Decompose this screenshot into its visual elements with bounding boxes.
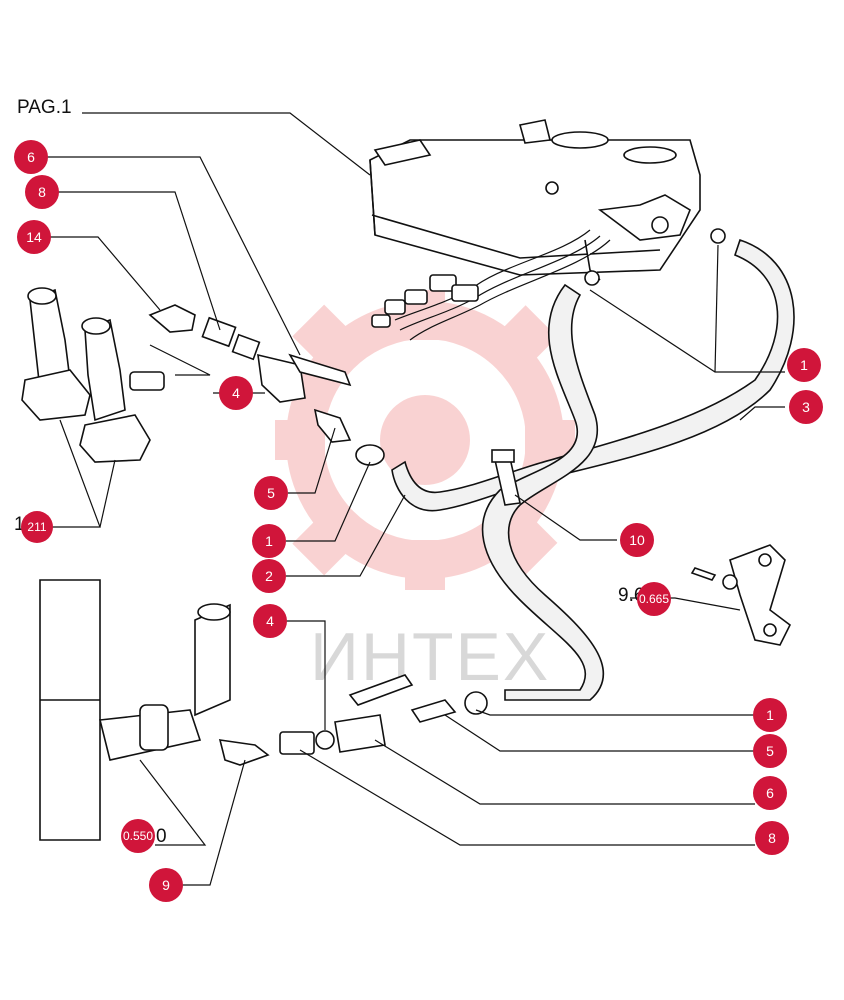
callout-1-bottom[interactable]: 1 (753, 698, 787, 732)
wiring-harness (371, 229, 611, 341)
callout-9[interactable]: 9 (149, 868, 183, 902)
upper-valve-assembly (148, 304, 385, 466)
callout-number: 4 (232, 385, 240, 401)
callout-5-top[interactable]: 5 (254, 476, 288, 510)
reference-0550-badge (121, 819, 155, 853)
callout-1-left[interactable]: 1 (252, 524, 286, 558)
callout-number: 8 (768, 830, 776, 846)
callout-badge (149, 868, 183, 902)
callout-14[interactable]: 14 (17, 220, 51, 254)
callout-badge (755, 821, 789, 855)
page-label: PAG.1 (17, 97, 72, 118)
callout-number: 10 (629, 532, 645, 548)
reference-0550-suffix: 0 (156, 826, 167, 847)
callout-badge (25, 175, 59, 209)
watermark-text: ИНТЕХ (310, 619, 550, 695)
callout-number: 1 (265, 533, 273, 549)
callout-number: 3 (802, 399, 810, 415)
left-pipe-assembly (21, 287, 165, 463)
callout-5-bottom[interactable]: 5 (753, 734, 787, 768)
callout-number: 1 (800, 357, 808, 373)
reference-9665-badge (637, 582, 671, 616)
callout-badge (753, 698, 787, 732)
callout-number: 8 (38, 184, 46, 200)
callout-badge (753, 776, 787, 810)
callout-6-top[interactable]: 6 (14, 140, 48, 174)
watermark-gear-logo (275, 290, 575, 590)
callout-1-right[interactable]: 1 (787, 348, 821, 382)
radiator-assembly (39, 579, 270, 841)
callout-4-bottom[interactable]: 4 (253, 604, 287, 638)
callout-badge (787, 348, 821, 382)
callout-3[interactable]: 3 (789, 390, 823, 424)
hose-clamp-10 (491, 449, 521, 506)
reference-1211-text: 211 (27, 520, 46, 534)
callout-8-bottom[interactable]: 8 (755, 821, 789, 855)
callout-badge (753, 734, 787, 768)
reference-1211-badge (21, 511, 53, 543)
hoses (391, 238, 795, 701)
reference-1211[interactable]: 1. 211 (14, 511, 53, 543)
leader-lines (45, 112, 785, 886)
callout-badge (789, 390, 823, 424)
callout-number: 6 (27, 149, 35, 165)
callout-6-bottom[interactable]: 6 (753, 776, 787, 810)
callout-badge (17, 220, 51, 254)
mounting-bracket (690, 544, 792, 646)
lower-valve-assembly (279, 674, 488, 755)
callout-2[interactable]: 2 (252, 559, 286, 593)
callout-number: 6 (766, 785, 774, 801)
callout-number: 5 (766, 743, 774, 759)
callout-badge (253, 604, 287, 638)
reference-0550[interactable]: 0.550 0 (121, 819, 167, 853)
callout-badge (254, 476, 288, 510)
heater-unit (369, 119, 726, 286)
callout-badge (14, 140, 48, 174)
callout-badge (219, 376, 253, 410)
callout-number: 5 (267, 485, 275, 501)
callout-8-top[interactable]: 8 (25, 175, 59, 209)
callout-number: 9 (162, 877, 170, 893)
callout-number: 4 (266, 613, 274, 629)
callout-badge (252, 559, 286, 593)
callout-number: 14 (26, 229, 42, 245)
callout-number: 2 (265, 568, 273, 584)
reference-9665[interactable]: 9.6 0.665 (618, 582, 671, 616)
callout-badge (252, 524, 286, 558)
callout-number: 1 (766, 707, 774, 723)
reference-0550-text: 0.550 (123, 829, 153, 843)
callout-4-top[interactable]: 4 (219, 376, 253, 410)
reference-9665-text: 0.665 (639, 592, 669, 606)
callout-10[interactable]: 10 (620, 523, 654, 557)
callout-badge (620, 523, 654, 557)
